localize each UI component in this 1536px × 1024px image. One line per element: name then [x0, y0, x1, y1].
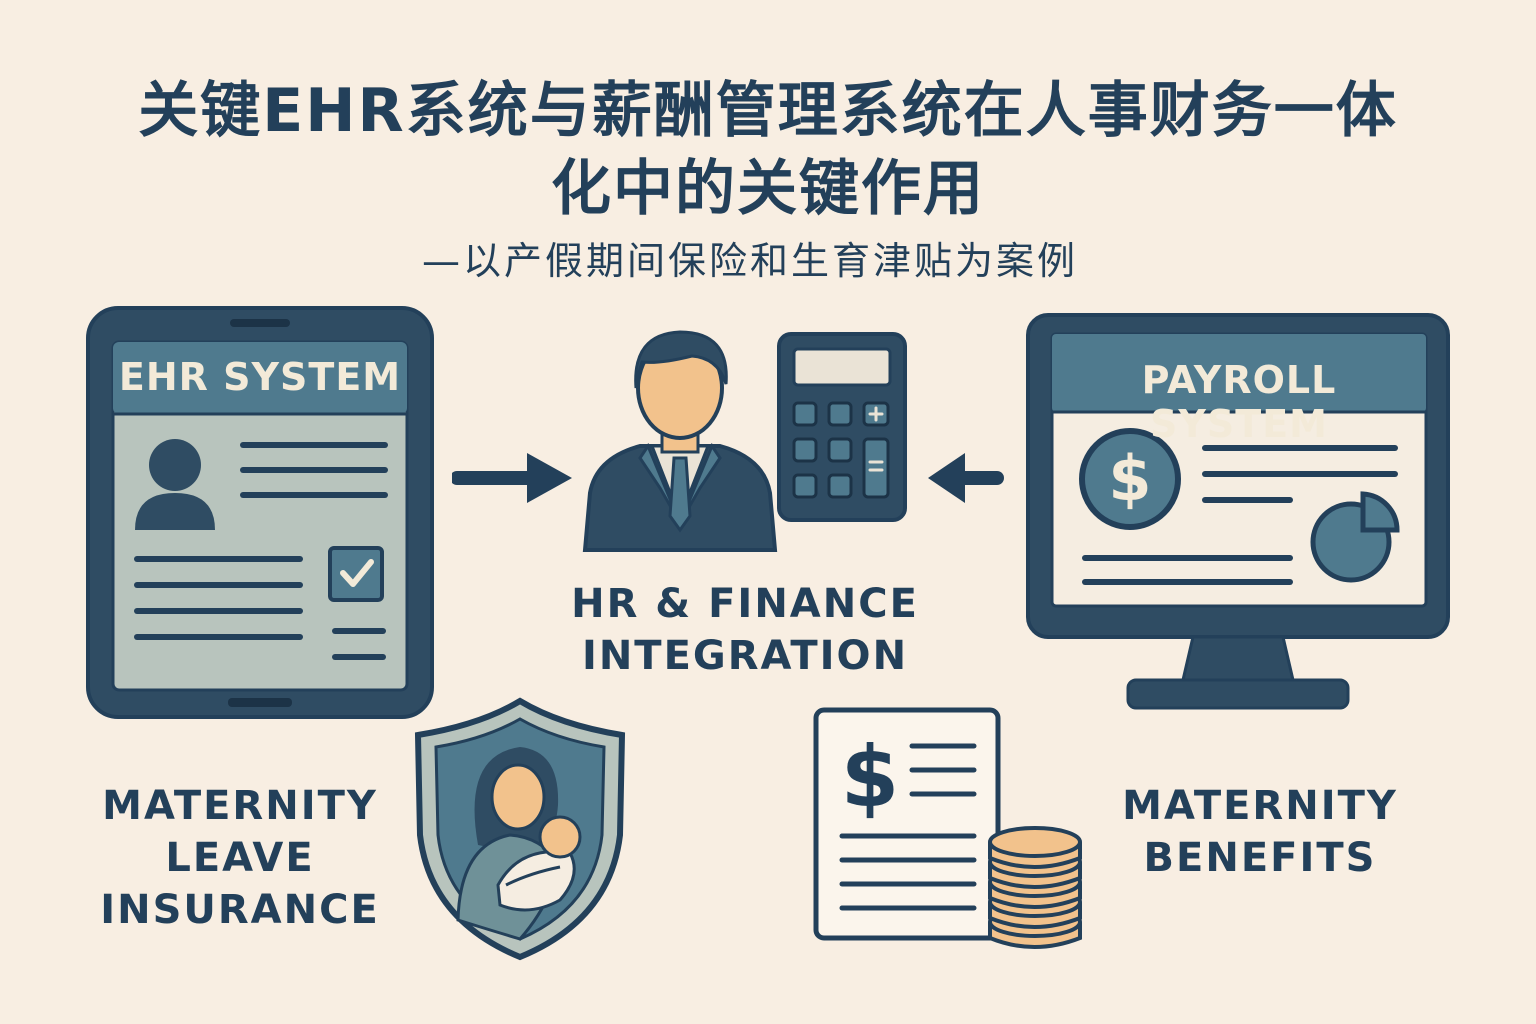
page-subtitle: —以产假期间保险和生育津贴为案例 [421, 239, 1078, 283]
ehr-tablet-icon [86, 306, 434, 719]
benefits-document-icon: $ [813, 707, 1082, 949]
insurance-label-line-3: INSURANCE [100, 887, 380, 933]
integration-label-line-2: INTEGRATION [581, 633, 909, 679]
insurance-label-line-1: MATERNITY [102, 783, 378, 829]
benefits-label-line-2: BENEFITS [1143, 835, 1377, 881]
maternity-leave-insurance-label: MATERNITY LEAVE INSURANCE [85, 780, 395, 936]
maternity-benefits-label: MATERNITY BENEFITS [1110, 780, 1410, 884]
page-title-line-1: 关键EHR系统与薪酬管理系统在人事财务一体 [138, 76, 1398, 146]
ehr-system-title: EHR SYSTEM [118, 355, 402, 399]
page-title-line-2: 化中的关键作用 [551, 154, 985, 224]
benefits-label-line-1: MATERNITY [1122, 783, 1398, 829]
hr-finance-integration-label: HR & FINANCE INTEGRATION [545, 578, 945, 682]
payroll-monitor-icon: $ [1026, 313, 1450, 710]
integration-label-line-1: HR & FINANCE [571, 581, 919, 627]
maternity-shield-icon [414, 697, 626, 961]
insurance-label-line-2: LEAVE [165, 835, 315, 881]
hr-person-icon [582, 330, 778, 552]
payroll-system-title: PAYROLL SYSTEM [1141, 358, 1337, 446]
arrow-right-icon [452, 453, 572, 503]
payroll-dollar-symbol: $ [1108, 442, 1151, 515]
arrow-left-icon [928, 453, 1004, 503]
document-dollar-symbol: $ [841, 728, 899, 826]
calculator-icon [777, 332, 907, 522]
